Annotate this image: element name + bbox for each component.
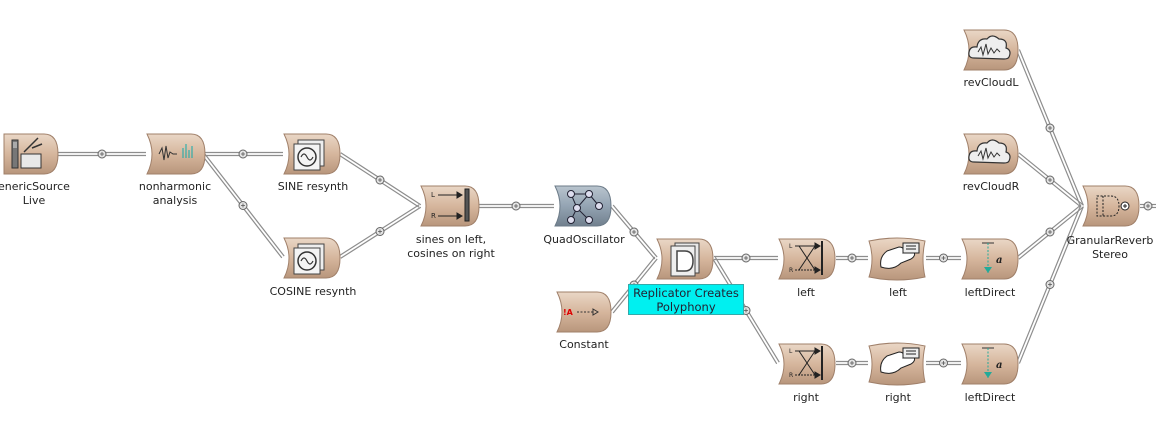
wire-connector-plus <box>850 256 854 260</box>
wire-connector-plus <box>1048 126 1052 130</box>
left-direct-node[interactable]: a <box>961 237 1019 281</box>
wire-connector-plus <box>1146 204 1150 208</box>
wire-connector-plus <box>1048 230 1052 234</box>
wire-connector-plus <box>850 361 854 365</box>
wire-connector-plus <box>241 152 245 156</box>
nonharmonic-analysis-label: nonharmonic analysis <box>138 180 212 207</box>
generic-source-label: enericSource Live <box>0 180 70 207</box>
rev-cloud-l-node[interactable] <box>963 28 1019 72</box>
replicator-callout: Replicator Creates Polyphony <box>628 284 744 315</box>
left-wrap-node[interactable] <box>868 237 926 281</box>
replicator-node[interactable] <box>656 237 714 281</box>
cloud-icon <box>968 35 1011 60</box>
generic-source-node[interactable] <box>3 132 59 176</box>
cloud-icon <box>968 139 1011 164</box>
crossfade-icon: LR <box>789 346 823 380</box>
sines-on-left-node[interactable]: L R <box>420 184 480 228</box>
wire-connector-plus <box>378 229 382 234</box>
wire-connector-plus <box>632 230 636 234</box>
oscillator-icon <box>293 139 325 171</box>
right-direct-label: leftDirect <box>964 391 1016 404</box>
rev-cloud-r-node[interactable] <box>963 132 1019 176</box>
granular-reverb-label: GranularReverb Stereo <box>1066 234 1154 261</box>
hand-icon <box>880 347 920 374</box>
cosine-resynth-label: COSINE resynth <box>269 285 357 298</box>
svg-text:R: R <box>431 212 436 220</box>
right-wrap-label: right <box>885 391 911 404</box>
svg-text:L: L <box>789 243 793 250</box>
cosine-resynth-node[interactable] <box>283 236 341 280</box>
crossfade-icon: LR <box>789 241 823 275</box>
wire-connector-plus <box>378 178 382 182</box>
svg-text:L: L <box>431 191 435 199</box>
svg-text:!A: !A <box>563 308 574 317</box>
constant-label: Constant <box>559 338 609 351</box>
sine-resynth-node[interactable] <box>283 132 341 176</box>
wire-connector-plus <box>744 308 748 313</box>
right-wrap-node[interactable] <box>868 342 926 386</box>
oscillator-icon <box>293 243 325 275</box>
wire-connector-plus <box>1048 282 1052 287</box>
sine-resynth-label: SINE resynth <box>277 180 349 193</box>
svg-text:R: R <box>789 372 793 379</box>
rev-cloud-r-label: revCloudR <box>962 180 1020 193</box>
wire-connector-plus <box>241 203 245 208</box>
wire-connector-plus <box>941 361 946 365</box>
constant-icon: !A <box>563 308 599 317</box>
wire-connector-plus <box>514 204 518 208</box>
wire-connector-plus <box>744 256 748 260</box>
attenuator-icon: a <box>982 242 1002 273</box>
nonharmonic-analysis-node[interactable] <box>146 132 206 176</box>
wire-connector-plus <box>100 152 104 156</box>
granular-reverb-node[interactable] <box>1082 184 1140 228</box>
svg-text:L: L <box>789 348 793 355</box>
svg-text:a: a <box>996 255 1002 266</box>
quad-oscillator-node[interactable] <box>554 184 612 228</box>
left-wrap-label: left <box>889 286 907 299</box>
network-icon <box>567 190 603 224</box>
left-direct-label: leftDirect <box>964 286 1016 299</box>
wire-connector-plus <box>941 256 946 260</box>
right-mixer-label: right <box>793 391 819 404</box>
replicator-icon <box>670 242 700 277</box>
wire-connector-plus <box>1048 178 1052 182</box>
quad-oscillator-label: QuadOscillator <box>543 233 625 246</box>
right-direct-node[interactable]: a <box>961 342 1019 386</box>
hand-icon <box>880 242 920 269</box>
left-mixer-label: left <box>797 286 815 299</box>
sines-on-left-label: sines on left, cosines on right <box>407 233 495 260</box>
lr-pan-icon: L R <box>431 188 470 222</box>
svg-text:R: R <box>789 267 793 274</box>
rev-cloud-l-label: revCloudL <box>963 76 1019 89</box>
spectrum-icon <box>158 144 193 161</box>
tape-deck-icon <box>11 137 43 169</box>
reverb-icon <box>1096 195 1130 217</box>
attenuator-icon: a <box>982 347 1002 378</box>
svg-text:a: a <box>996 360 1002 371</box>
constant-node[interactable]: !A <box>556 290 612 334</box>
